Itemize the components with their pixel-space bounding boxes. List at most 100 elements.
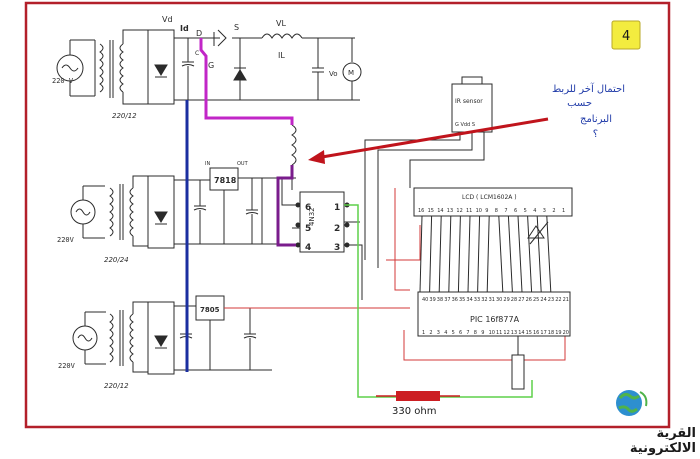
label-g: G xyxy=(208,61,214,70)
label-220-24: 220/24 xyxy=(104,256,129,264)
crystal-icon xyxy=(511,354,525,390)
pic-pin-38: 38 xyxy=(437,297,443,303)
globe-logo-icon xyxy=(616,390,648,416)
red-wire-lcd xyxy=(386,225,421,261)
label-vl: VL xyxy=(276,19,286,28)
pic-pin-12: 12 xyxy=(503,330,509,336)
label-reg-in: IN xyxy=(205,161,210,167)
pic-pin-31: 31 xyxy=(489,297,495,303)
pic-pin-3: 3 xyxy=(437,330,440,336)
pic-pin-1: 1 xyxy=(422,330,425,336)
label-vd: Vd xyxy=(162,15,173,24)
label-220v-bottom: 220V xyxy=(58,362,76,370)
bottom-stage-labels: 220V 220/12 7805 xyxy=(58,306,220,390)
purple-wire xyxy=(276,165,296,247)
pic-pin-20: 20 xyxy=(563,330,569,336)
lcd-pin-5: 5 xyxy=(524,208,527,214)
lcd-pin-10: 10 xyxy=(476,208,482,214)
lcd-pic-wire xyxy=(536,215,542,293)
lcd-pic-wire xyxy=(498,215,504,293)
pic-pin-22: 22 xyxy=(555,297,561,303)
pic-pin-15: 15 xyxy=(526,330,532,336)
lcd-pic-wire xyxy=(546,215,552,293)
lcd-pin-12: 12 xyxy=(456,208,462,214)
lcd-pic-wire xyxy=(527,215,533,293)
annotation-line-1: احتمال آخر للربط xyxy=(552,82,625,95)
pic-pin-36: 36 xyxy=(452,297,458,303)
pic-pin-28: 28 xyxy=(511,297,517,303)
resistor-330: 330 ohm xyxy=(376,391,460,417)
step-badge-number: 4 xyxy=(622,29,630,44)
colored-wires xyxy=(185,38,566,398)
logo-text: القرية الالكترونية xyxy=(629,426,696,456)
label-220v-mid: 220V xyxy=(57,236,75,244)
pic-pin-30: 30 xyxy=(496,297,502,303)
label-220-12-top: 220/12 xyxy=(112,112,137,120)
pic-pin-27: 27 xyxy=(518,297,524,303)
pic-pin-14: 14 xyxy=(518,330,524,336)
label-220v-top: 220 V xyxy=(52,77,74,85)
middle-stage-labels: 220V 220/24 7818 IN OUT 4N32 6 5 4 1 2 3 xyxy=(57,161,340,264)
label-reg-out: OUT xyxy=(237,161,249,167)
pic-pin-11: 11 xyxy=(496,330,502,336)
lcd-pic-wire xyxy=(467,215,471,293)
label-vo: Vo xyxy=(329,70,338,78)
lcd-pin-7: 7 xyxy=(504,208,507,214)
pic-pin-10: 10 xyxy=(489,330,495,336)
pic-pin-39: 39 xyxy=(429,297,435,303)
opto-pin-5: 5 xyxy=(305,224,311,234)
transformer-top xyxy=(94,29,148,105)
pic-pin-34: 34 xyxy=(466,297,472,303)
lcd-pin-3: 3 xyxy=(543,208,546,214)
bottom-power-stage xyxy=(72,295,272,375)
relay-coil xyxy=(291,124,297,166)
annotation-line-3: البرنامج xyxy=(580,114,612,125)
label-220-12-bottom: 220/12 xyxy=(104,382,129,390)
lcd-pic-wire xyxy=(486,215,490,293)
pic-pin-35: 35 xyxy=(459,297,465,303)
lcd-pic-wire xyxy=(438,215,442,293)
label-7818: 7818 xyxy=(214,176,237,185)
red-wire-pic-vdd xyxy=(403,320,566,361)
red-wire-sensor xyxy=(394,188,410,291)
pic-pin-24: 24 xyxy=(540,297,546,303)
lcd-pin-11: 11 xyxy=(466,208,472,214)
pic-pin-18: 18 xyxy=(548,330,554,336)
pic-pin-26: 26 xyxy=(526,297,532,303)
pic-label: PIC 16f877A xyxy=(470,315,520,324)
ir-sensor-label: IR sensor xyxy=(455,98,483,105)
top-power-stage xyxy=(56,29,362,105)
opto-pin-1: 1 xyxy=(334,203,340,213)
annotation-line-2: حسب xyxy=(567,98,592,109)
bridge-rectifier-top xyxy=(147,29,175,105)
step-badge: 4 xyxy=(611,20,641,50)
label-cap-top: C xyxy=(195,50,199,57)
lcd-pin-6: 6 xyxy=(514,208,517,214)
lcd-pin-15: 15 xyxy=(428,208,434,214)
pic-pin-7: 7 xyxy=(466,330,469,336)
lcd-pic-wire xyxy=(448,215,452,293)
opto-pin-6: 6 xyxy=(305,203,311,213)
label-il: IL xyxy=(278,51,285,60)
opto-pin-4: 4 xyxy=(305,243,311,253)
magenta-wire xyxy=(199,38,294,125)
lcd-pin-1: 1 xyxy=(562,208,565,214)
diagram-border xyxy=(24,1,671,429)
label-4n32: 4N32 xyxy=(308,207,316,226)
annotation-text: احتمال آخر للربط حسب البرنامج ؟ xyxy=(552,82,625,140)
bridge-rectifier-bottom xyxy=(147,301,175,375)
pic-pin-25: 25 xyxy=(533,297,539,303)
label-s: S xyxy=(234,23,239,32)
label-motor: M xyxy=(348,69,354,77)
lcd-pic-wire xyxy=(507,215,513,293)
bridge-rectifier-mid xyxy=(147,175,175,249)
pic-pin-8: 8 xyxy=(474,330,477,336)
middle-power-stage xyxy=(70,124,363,300)
resistor-label: 330 ohm xyxy=(392,406,436,417)
lcd-pic-wire xyxy=(419,215,423,293)
